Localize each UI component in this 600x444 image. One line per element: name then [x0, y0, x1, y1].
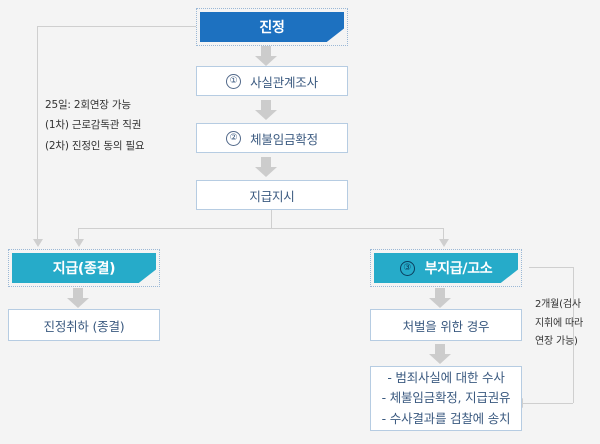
node-punishment-case-label: 처벌을 위한 경우 [402, 318, 490, 334]
note-extension-line-1: 25일: 2회연장 가능 [45, 99, 131, 111]
connector-split-stem [271, 210, 272, 228]
connector-right-loop-vertical [573, 267, 574, 403]
connector-right-loop-bottom [522, 403, 573, 404]
arrow-step1-to-step2 [255, 100, 277, 120]
node-step-1[interactable]: ① 사실관계조사 [196, 66, 348, 96]
node-step-2[interactable]: ② 체불임금확정 [196, 123, 348, 153]
node-payment-closed-label: 지급(종결) [52, 261, 116, 277]
connector-far-left-arrowhead [33, 239, 43, 247]
note-right-line-2: 지휘에 따라 [535, 317, 583, 329]
investigation-action-1: - 범죄사실에 대한 수사 [387, 370, 505, 386]
note-extension-line-3: (2차) 진정인 동의 필요 [45, 139, 145, 152]
note-extension-line-2: (1차) 근로감독관 직권 [45, 119, 142, 132]
arrow-step2-to-step3 [255, 157, 277, 177]
node-step-3-label: 지급지시 [249, 188, 295, 204]
node-investigation-actions[interactable]: - 범죄사실에 대한 수사 - 체불임금확정, 지급권유 - 수사결과를 검찰에… [370, 366, 522, 431]
note-extension-left: 25일: 2회연장 가능 (1차) 근로감독관 직권 (2차) 진정인 동의 필… [45, 95, 145, 156]
node-step-2-label: 체불임금확정 [250, 131, 318, 147]
arrow-payment-to-withdrawal [67, 288, 89, 308]
node-nonpayment-complaint-wrapper: ③ 부지급/고소 [370, 249, 522, 287]
connector-right-loop-top [529, 267, 574, 268]
arrow-jinjeong-to-step1 [255, 46, 277, 66]
node-jinjeong-wrapper: 진정 [196, 8, 348, 46]
node-step-3[interactable]: 지급지시 [196, 180, 348, 210]
arrow-punishment-to-actions [429, 344, 451, 364]
node-payment-closed[interactable]: 지급(종결) [12, 253, 156, 283]
node-nonpayment-complaint[interactable]: ③ 부지급/고소 [374, 253, 518, 283]
note-right-line-3: 연장 가능) [535, 336, 578, 347]
connector-split-horizontal [78, 228, 444, 229]
node-punishment-case[interactable]: 처벌을 위한 경우 [370, 309, 522, 341]
step-2-number-icon: ② [226, 130, 242, 146]
node-jinjeong[interactable]: 진정 [200, 12, 344, 42]
node-withdrawal-closed[interactable]: 진정취하 (종결) [8, 309, 160, 341]
step-1-number-icon: ① [226, 73, 242, 89]
node-step-1-label: 사실관계조사 [250, 74, 318, 90]
node-jinjeong-label: 진정 [259, 20, 285, 36]
note-right-line-1: 2개월(검사 [535, 299, 581, 310]
connector-split-right-down [443, 228, 444, 242]
connector-split-left-arrowhead [74, 239, 84, 247]
arrow-nonpayment-to-punishment [429, 288, 451, 308]
node-payment-closed-wrapper: 지급(종결) [8, 249, 160, 287]
connector-top-left-horizontal [37, 26, 196, 27]
connector-split-right-arrowhead [439, 239, 449, 247]
connector-far-left-vertical [37, 26, 38, 242]
investigation-action-3: - 수사결과를 검찰에 송치 [381, 410, 511, 426]
investigation-action-2: - 체불임금확정, 지급권유 [381, 390, 511, 406]
node-withdrawal-closed-label: 진정취하 (종결) [43, 318, 125, 334]
nonpayment-number-icon: ③ [399, 260, 415, 276]
connector-split-left-down [78, 228, 79, 242]
node-nonpayment-complaint-label: 부지급/고소 [424, 261, 493, 277]
note-extension-right: 2개월(검사 지휘에 따라 연장 가능) [535, 296, 583, 352]
